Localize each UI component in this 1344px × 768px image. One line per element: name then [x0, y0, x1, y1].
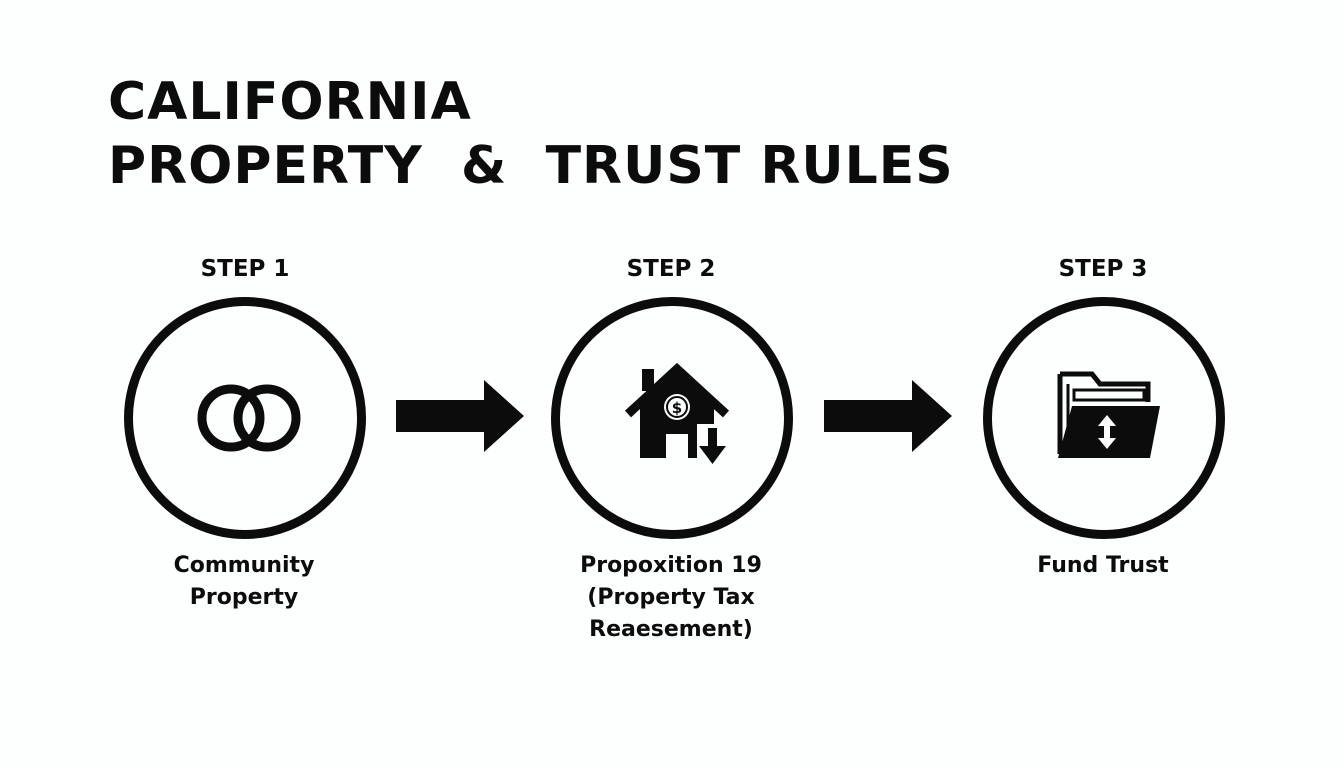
- step-1-caption: Community Property: [114, 550, 374, 614]
- right-arrow-icon: [824, 380, 952, 452]
- step-1-caption-line-1: Community: [173, 553, 315, 578]
- step-1-label: STEP 1: [200, 256, 290, 282]
- step-2-caption-line-2: (Property Tax: [587, 585, 755, 610]
- step-2-caption-line-3: Reaesement): [589, 617, 753, 642]
- step-1-caption-line-2: Property: [189, 585, 299, 610]
- right-arrow-icon: [396, 380, 524, 452]
- step-2-circle: $: [551, 297, 793, 539]
- step-2-caption-line-1: Propoxition 19: [580, 553, 762, 578]
- step-3-caption-line-1: Fund Trust: [1037, 553, 1169, 578]
- step-2-label: STEP 2: [626, 256, 716, 282]
- interlocking-rings-icon: [197, 384, 301, 452]
- svg-text:$: $: [672, 399, 682, 417]
- folder-transfer-icon: [1057, 371, 1160, 458]
- title-line-1: CALIFORNIA: [108, 72, 472, 132]
- step-1-circle: [124, 297, 366, 539]
- step-3-caption: Fund Trust: [973, 550, 1233, 582]
- step-3-circle: [983, 297, 1225, 539]
- page-title: CALIFORNIA PROPERTY & TRUST RULES: [108, 70, 954, 198]
- house-dollar-down-arrow-icon: $: [624, 362, 730, 472]
- step-2-caption: Propoxition 19 (Property Tax Reaesement): [541, 550, 801, 646]
- title-line-2: PROPERTY & TRUST RULES: [108, 136, 954, 196]
- step-3-label: STEP 3: [1058, 256, 1148, 282]
